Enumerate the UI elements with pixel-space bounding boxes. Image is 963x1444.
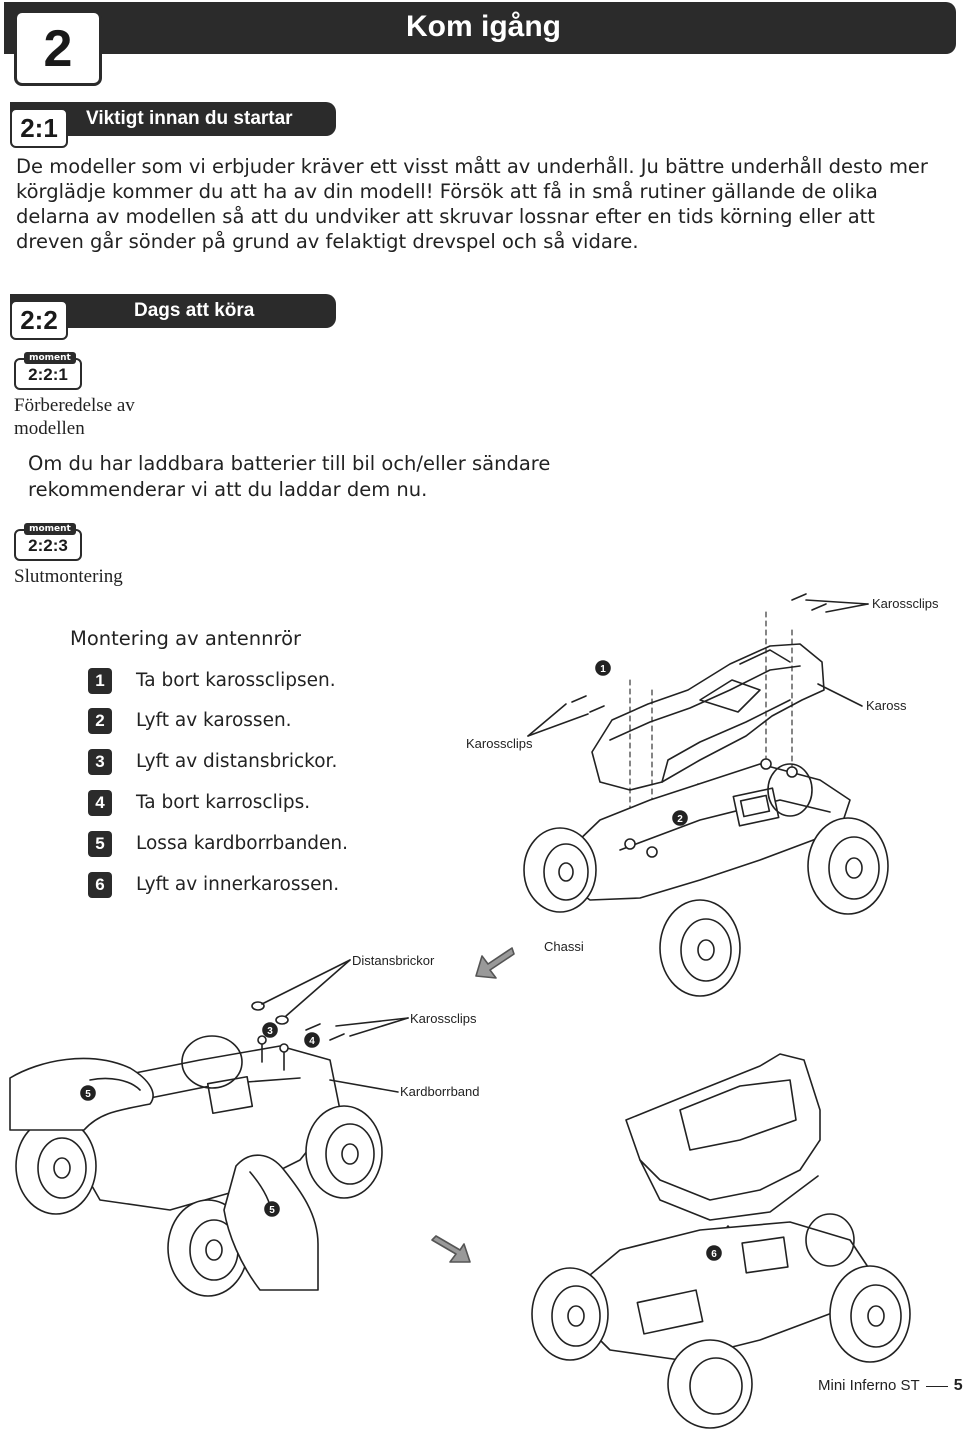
callout-kardborrband: Kardborrband (400, 1084, 480, 1099)
step-4-number: 4 (88, 790, 112, 816)
marker-5b: 5 (269, 1205, 275, 1216)
moment-2-title: Slutmontering (14, 566, 123, 587)
chapter-header-bar: Kom igång (4, 2, 956, 54)
step-2-text: Lyft av karossen. (136, 710, 292, 731)
callout-karossclips-left: Karossclips (466, 736, 533, 751)
callout-chassi: Chassi (544, 939, 584, 954)
callout-karossclips-mid: Karossclips (410, 1011, 477, 1026)
illustration-body-removal (523, 593, 889, 997)
moment-1-badge: moment 2:2:1 (14, 352, 82, 390)
moment-1-number: 2:2:1 (28, 365, 68, 384)
section-1-number-box: 2:1 (10, 108, 68, 148)
footer-product: Mini Inferno ST (818, 1377, 920, 1394)
marker-5a: 5 (85, 1089, 91, 1100)
moment-1-title-line2: modellen (14, 418, 85, 439)
section-1-paragraph: De modeller som vi erbjuder kräver ett v… (16, 155, 928, 253)
callout-distansbrickor: Distansbrickor (352, 953, 435, 968)
marker-3: 3 (267, 1026, 273, 1037)
callout-kaross: Kaross (866, 698, 907, 713)
footer-divider (925, 1385, 948, 1387)
moment-1-text-line1: Om du har laddbara batterier till bil oc… (28, 452, 551, 475)
section-2-title: Dags att köra (134, 300, 255, 321)
moment-1-text-line2: rekommenderar vi att du laddar dem nu. (28, 478, 428, 501)
step-4-text: Ta bort karrosclips. (136, 792, 311, 813)
page-footer: Mini Inferno ST 5 (818, 1377, 963, 1395)
moment-2-subheading: Montering av antennrör (70, 627, 302, 650)
callout-karossclips-top: Karossclips (872, 596, 939, 611)
moment-2-label: moment (24, 523, 76, 535)
footer-page-number: 5 (953, 1377, 963, 1394)
step-5-number: 5 (88, 831, 112, 857)
step-5-text: Lossa kardborrbanden. (136, 833, 349, 854)
moment-1-label: moment (24, 352, 76, 364)
step-3-text: Lyft av distansbrickor. (136, 751, 338, 772)
moment-2-number: 2:2:3 (28, 536, 68, 555)
illustration-strap-removal (9, 959, 409, 1297)
marker-4: 4 (309, 1036, 315, 1047)
chapter-number-box: 2 (14, 10, 102, 86)
moment-1-title-line1: Förberedelse av (14, 395, 135, 416)
marker-2: 2 (677, 814, 683, 825)
section-2-number: 2:2 (20, 305, 58, 335)
step-1-text: Ta bort karossclipsen. (136, 670, 336, 691)
moment-2-badge: moment 2:2:3 (14, 523, 82, 561)
marker-1: 1 (600, 664, 606, 675)
chapter-number: 2 (43, 20, 73, 78)
arrow-left-icon (475, 947, 515, 979)
step-6-number: 6 (88, 872, 112, 898)
illustration-inner-body-removal (531, 1053, 911, 1429)
step-2-number: 2 (88, 708, 112, 734)
marker-6: 6 (711, 1249, 717, 1260)
step-1-number: 1 (88, 668, 112, 694)
arrow-right-icon (431, 1235, 471, 1263)
step-3-number: 3 (88, 749, 112, 775)
section-1-number: 2:1 (20, 113, 58, 143)
section-2-number-box: 2:2 (10, 300, 68, 340)
chapter-title: Kom igång (406, 10, 561, 43)
step-6-text: Lyft av innerkarossen. (136, 874, 340, 895)
step-markers: 1 2 3 4 5 5 6 (85, 664, 717, 1260)
section-1-title: Viktigt innan du startar (86, 108, 293, 129)
